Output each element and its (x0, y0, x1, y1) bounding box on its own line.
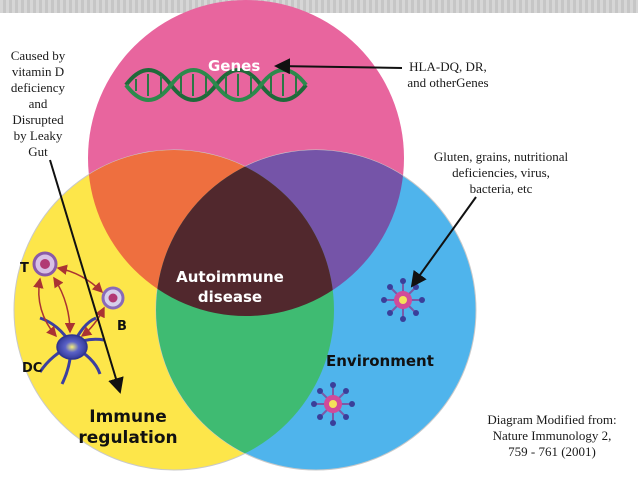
autoimmune-label-line2: disease (198, 288, 262, 306)
hla-arrow (274, 58, 403, 75)
source-annotation: Diagram Modified from: Nature Immunology… (487, 412, 616, 459)
genes-label: Genes (208, 57, 260, 75)
cell-interaction-arrows (33, 264, 105, 338)
hla-line: and otherGenes (407, 75, 488, 90)
t-cell-icon (32, 251, 58, 277)
gluten-line: Gluten, grains, nutritional (434, 149, 569, 164)
vitamin-d-line: by Leaky (14, 128, 63, 143)
vitamin-d-arrow (49, 159, 124, 394)
vitamin-d-line: deficiency (11, 80, 66, 95)
hla-line: HLA-DQ, DR, (409, 59, 487, 74)
autoimmune-label-line1: Autoimmune (176, 268, 284, 286)
virus-icon (381, 278, 425, 322)
vitamin-d-line: Caused by (11, 48, 66, 63)
dc-cell-label: DC (22, 361, 42, 376)
b-cell-label: B (117, 319, 127, 334)
t-cell-label: T (20, 261, 29, 276)
vitamin-d-line: vitamin D (12, 64, 64, 79)
gluten-arrow (410, 196, 477, 288)
environment-label: Environment (326, 352, 434, 370)
gluten-annotation: Gluten, grains, nutritional deficiencies… (434, 149, 569, 196)
vitamin-d-line: Gut (28, 144, 48, 159)
hla-annotation: HLA-DQ, DR, and otherGenes (407, 59, 488, 90)
vitamin-d-line: and (29, 96, 48, 111)
source-line: Diagram Modified from: (487, 412, 616, 427)
immune-regulation-label-line2: regulation (78, 428, 177, 448)
top-border-strip (0, 0, 638, 13)
gluten-line: bacteria, etc (470, 181, 533, 196)
vitamin-d-annotation: Caused by vitamin D deficiency and Disru… (11, 48, 66, 159)
gluten-line: deficiencies, virus, (452, 165, 550, 180)
b-cell-icon (101, 286, 125, 310)
virus-icon (311, 382, 355, 426)
immune-regulation-label-line1: Immune (89, 407, 167, 427)
vitamin-d-line: Disrupted (12, 112, 64, 127)
source-line: 759 - 761 (2001) (508, 444, 596, 459)
source-line: Nature Immunology 2, (493, 428, 612, 443)
